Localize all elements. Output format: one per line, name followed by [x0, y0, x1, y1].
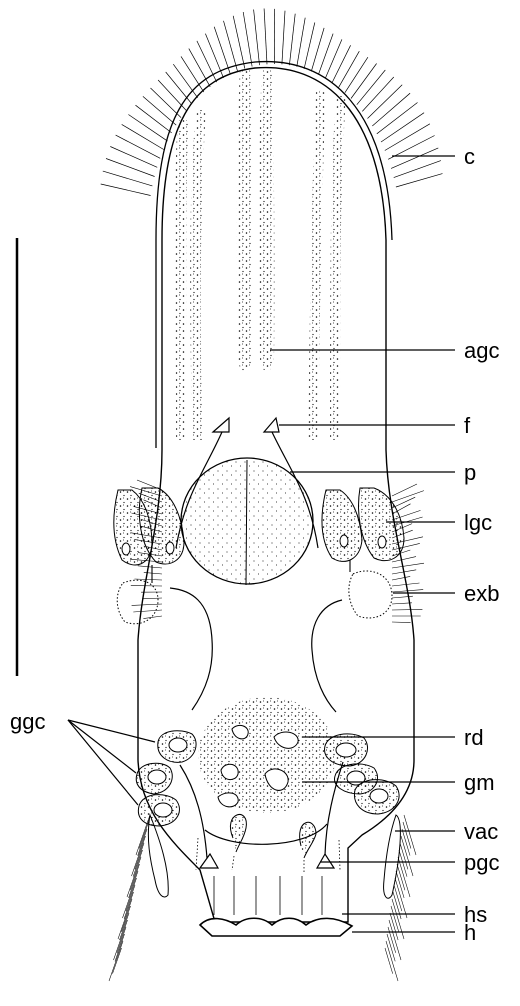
- germarium-mass: [198, 697, 336, 813]
- ventral-adhesive-complex-right: [384, 815, 401, 898]
- label-p: p: [464, 460, 476, 485]
- inner-cavity-left: [170, 588, 212, 710]
- label-pgc: pgc: [464, 850, 499, 875]
- haptor-sclerites: [196, 838, 340, 915]
- leader-ggc-2: [68, 720, 136, 773]
- lateral-gland-complex-right: [322, 488, 404, 561]
- excretory-bladder-right: [349, 571, 392, 618]
- ggc-left-duct: [180, 765, 207, 858]
- germarium-gland-complex-right: [325, 734, 400, 814]
- label-ggc: ggc: [10, 709, 45, 734]
- label-f: f: [464, 413, 471, 438]
- label-exb: exb: [464, 581, 499, 606]
- label-vac: vac: [464, 819, 498, 844]
- leader-ggc-1: [68, 720, 155, 742]
- lateral-gland-complex-left: [114, 488, 184, 565]
- funnel-left: [213, 418, 229, 432]
- label-lgc: lgc: [464, 510, 492, 535]
- posterior-funnel-right: [317, 854, 334, 868]
- label-h: h: [464, 920, 476, 945]
- posterior-funnel-left: [200, 854, 218, 868]
- label-gm: gm: [464, 770, 495, 795]
- inner-cavity-right: [312, 600, 342, 712]
- label-rd: rd: [464, 725, 484, 750]
- haptor: [200, 918, 352, 936]
- leader-ggc-3: [68, 720, 138, 805]
- ventral-adhesive-complex-left: [148, 815, 168, 897]
- label-c: c: [464, 144, 475, 169]
- anterior-gland-strands: [175, 70, 346, 440]
- posterior-cilia: [109, 815, 416, 981]
- label-agc: agc: [464, 338, 499, 363]
- funnel-right: [264, 418, 279, 432]
